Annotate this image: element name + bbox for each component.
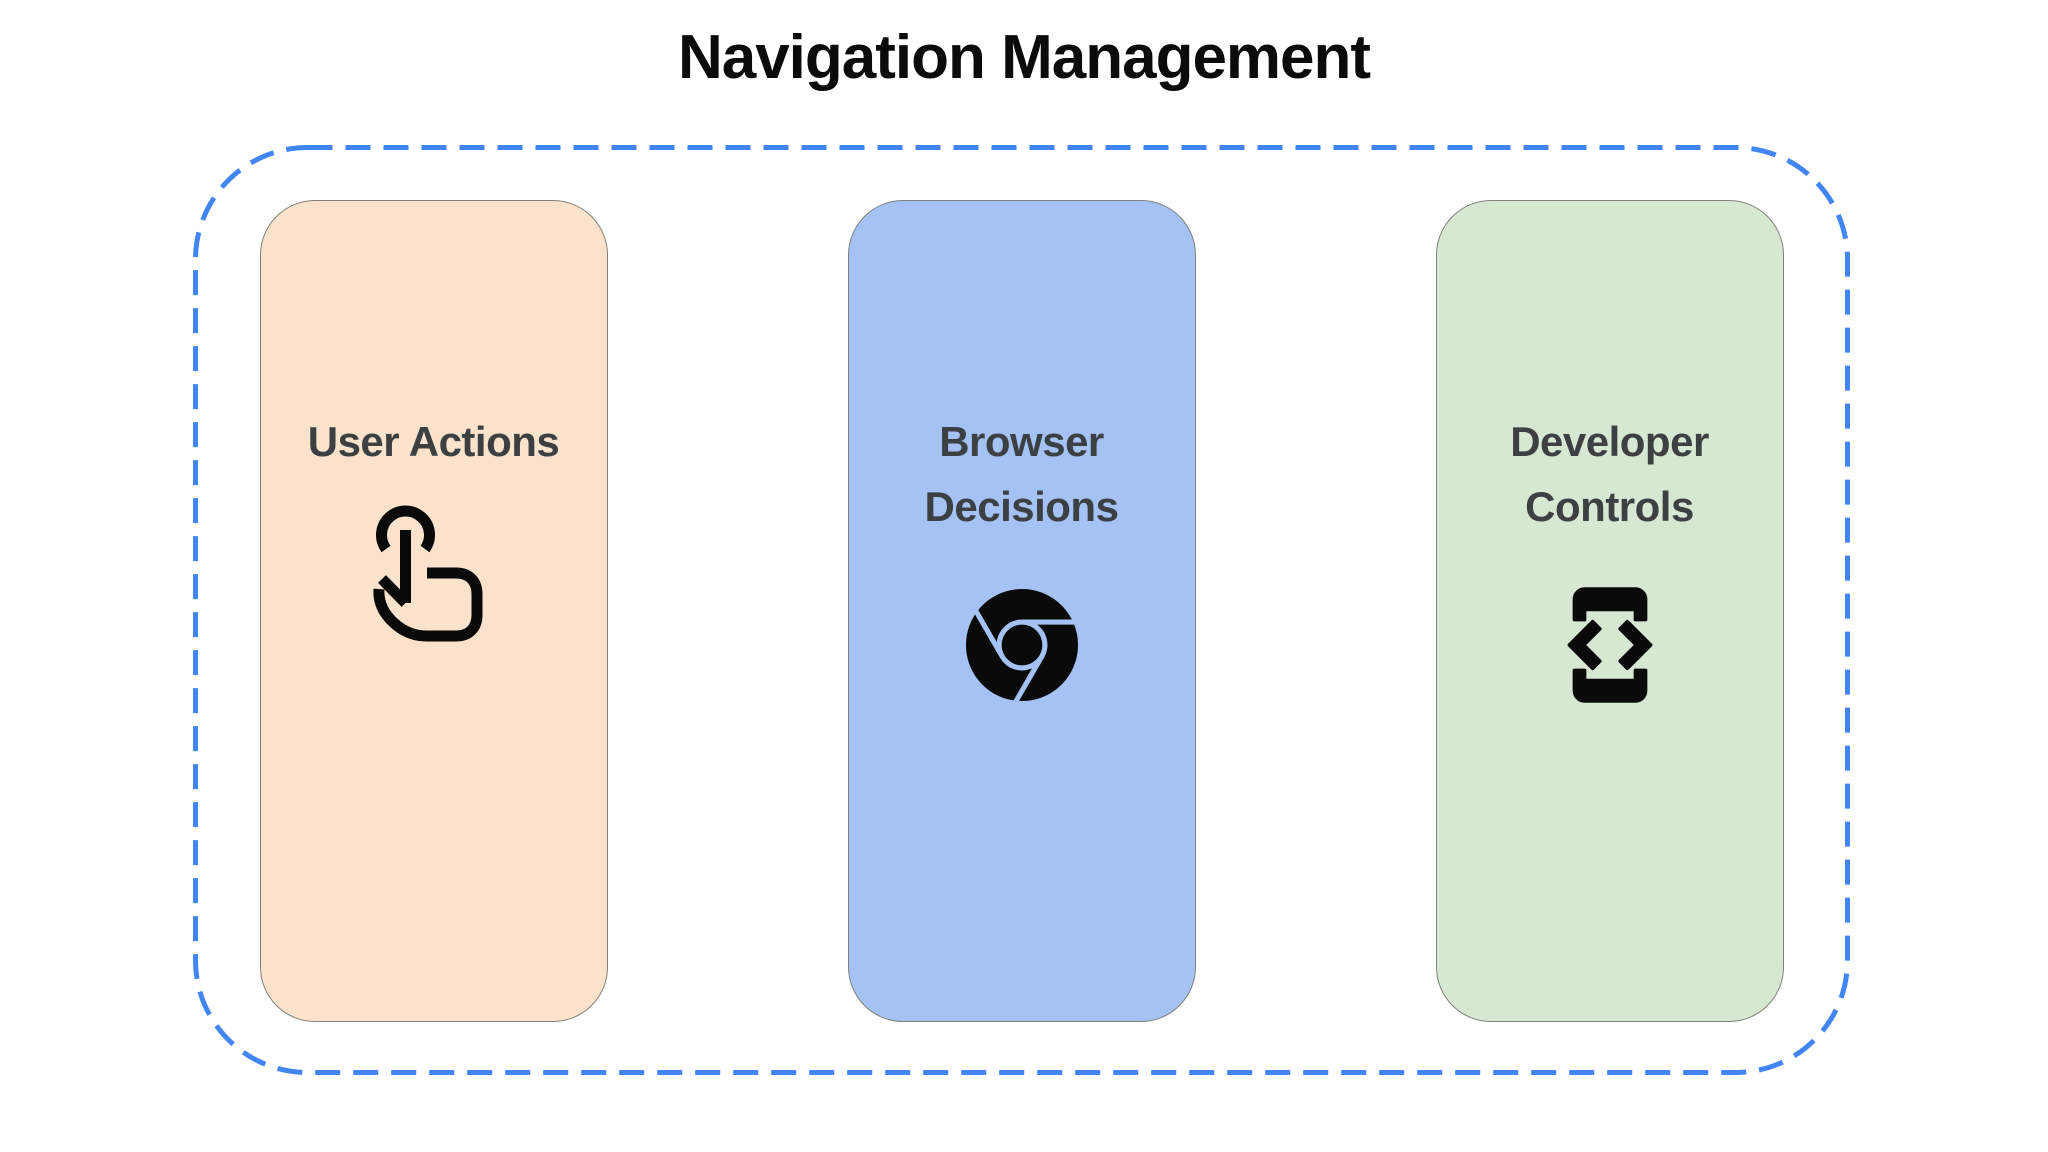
cards-row: User Actions Browser Decisions xyxy=(193,145,1850,1075)
flow-boundary: User Actions Browser Decisions xyxy=(193,145,1850,1075)
card-label: User Actions xyxy=(307,418,560,465)
card-label: Browser Decisions xyxy=(924,418,1119,530)
chrome-icon xyxy=(965,569,1078,721)
card-user-actions: User Actions xyxy=(259,200,608,1022)
developer-mode-icon xyxy=(1549,569,1671,721)
dashed-border-rect xyxy=(193,145,1850,1075)
card-label: Developer Controls xyxy=(1510,418,1709,530)
card-browser-decisions: Browser Decisions xyxy=(847,200,1196,1022)
dashed-border xyxy=(193,145,1850,1075)
touch-gesture-icon xyxy=(369,504,499,656)
card-developer-controls: Developer Controls xyxy=(1435,200,1784,1022)
page-title: Navigation Management xyxy=(677,23,1371,92)
